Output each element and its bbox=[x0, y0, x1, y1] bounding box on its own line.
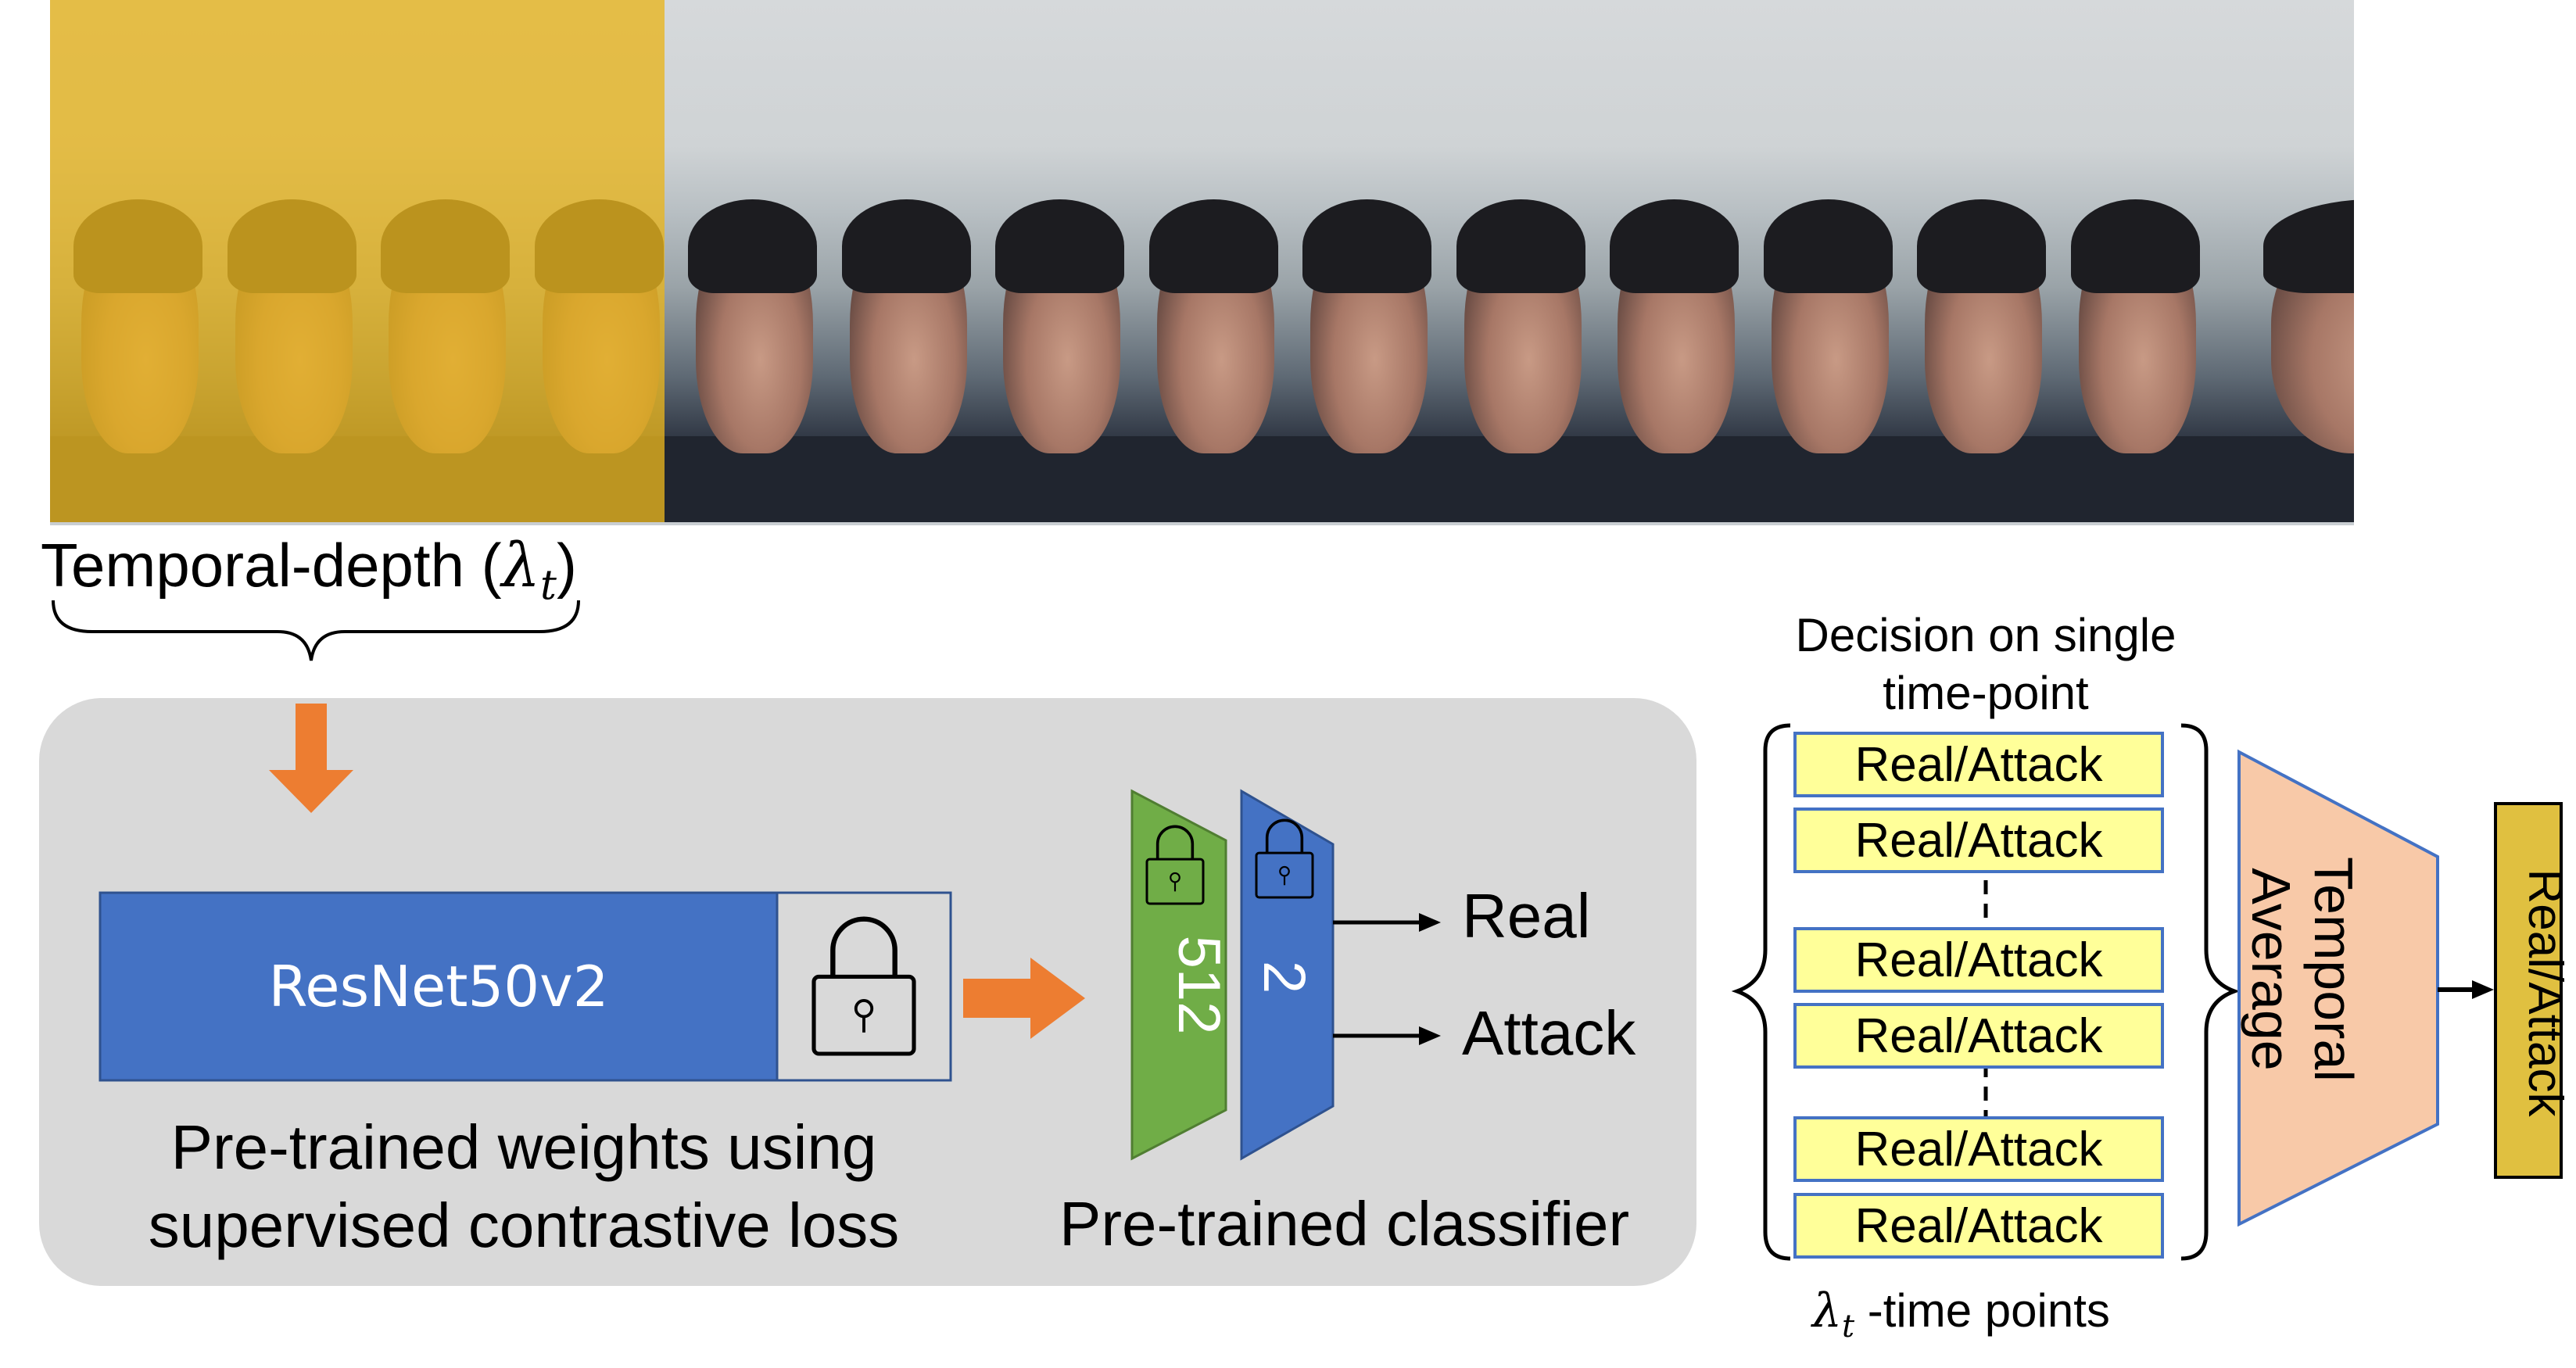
video-frame-strip bbox=[50, 0, 2354, 525]
time-points-lambda: λ bbox=[1812, 1284, 1843, 1338]
video-frame bbox=[2201, 0, 2354, 522]
hair-silhouette bbox=[841, 199, 971, 293]
layer-2-text: 2 bbox=[1251, 960, 1317, 994]
layer-2-shape bbox=[1240, 789, 1335, 1161]
decision-box: Real/Attack bbox=[1793, 1193, 2164, 1259]
lock-icon bbox=[1145, 825, 1205, 905]
layer-512-text: 512 bbox=[1166, 935, 1232, 1035]
video-frame bbox=[203, 0, 360, 522]
temporal-depth-label: Temporal-depth (λt) bbox=[41, 530, 577, 610]
decision-box: Real/Attack bbox=[1793, 1116, 2164, 1182]
video-frame bbox=[511, 0, 668, 522]
time-points-text: -time points bbox=[1854, 1284, 2110, 1337]
video-frame bbox=[665, 0, 822, 522]
video-frame bbox=[972, 0, 1129, 522]
video-frame bbox=[818, 0, 975, 522]
temporal-average-line-2: Average bbox=[2241, 868, 2302, 1071]
video-frame bbox=[1893, 0, 2051, 522]
pretrained-weights-caption: Pre-trained weights using supervised con… bbox=[117, 1108, 930, 1265]
resnet-block bbox=[99, 891, 779, 1082]
decision-box: Real/Attack bbox=[1793, 927, 2164, 993]
hair-silhouette bbox=[1610, 199, 1739, 293]
video-frame bbox=[50, 0, 207, 522]
decision-box-label: Real/Attack bbox=[1854, 1122, 2103, 1176]
decision-box: Real/Attack bbox=[1793, 732, 2164, 797]
video-frame bbox=[1739, 0, 1897, 522]
final-output-label: Real/Attack bbox=[2513, 836, 2576, 1149]
final-arrow-head bbox=[2472, 980, 2494, 999]
decision-box-label: Real/Attack bbox=[1854, 1198, 2103, 1253]
time-points-label: λt -time points bbox=[1812, 1284, 2110, 1345]
lambda-subscript: t bbox=[540, 562, 557, 610]
decision-box: Real/Attack bbox=[1793, 808, 2164, 873]
highlight-overlay bbox=[203, 0, 359, 522]
resnet-label-text: ResNet50v2 bbox=[268, 954, 609, 1019]
decision-box-label: Real/Attack bbox=[1854, 1008, 2103, 1063]
right-arrow bbox=[963, 958, 1085, 1039]
decision-box-label: Real/Attack bbox=[1854, 737, 2103, 792]
decision-box: Real/Attack bbox=[1793, 1003, 2164, 1069]
decision-header: Decision on single time-point bbox=[1743, 607, 2228, 722]
final-output-text: Real/Attack bbox=[2518, 868, 2572, 1117]
classifier-caption: Pre-trained classifier bbox=[1059, 1189, 1630, 1259]
temporal-depth-brace bbox=[52, 600, 580, 661]
shirt-silhouette bbox=[2201, 436, 2354, 522]
output-real: Real bbox=[1462, 881, 1591, 951]
decision-header-line-2: time-point bbox=[1883, 667, 2089, 719]
decision-box-label: Real/Attack bbox=[1854, 813, 2103, 868]
pretrained-weights-line-2: supervised contrastive loss bbox=[148, 1191, 900, 1260]
highlight-overlay bbox=[357, 0, 513, 522]
video-frame bbox=[2047, 0, 2204, 522]
video-frame bbox=[357, 0, 514, 522]
decision-right-brace bbox=[2180, 723, 2241, 1261]
video-frame bbox=[1586, 0, 1743, 522]
video-frame bbox=[1125, 0, 1282, 522]
layer-512-label: 512 bbox=[1159, 922, 1238, 1047]
resnet-label: ResNet50v2 bbox=[100, 893, 777, 1080]
temporal-average-label: Temporal Average bbox=[2232, 813, 2365, 1126]
layer-2-label: 2 bbox=[1245, 930, 1323, 1024]
lock-icon bbox=[811, 916, 916, 1056]
lock-icon bbox=[1255, 818, 1314, 899]
temporal-average-shape bbox=[2237, 749, 2439, 1227]
time-points-subscript: t bbox=[1842, 1309, 1855, 1345]
attack-arrow-head bbox=[1419, 1026, 1441, 1045]
hair-silhouette bbox=[1917, 199, 2046, 293]
output-attack: Attack bbox=[1462, 998, 1636, 1068]
highlight-overlay bbox=[511, 0, 666, 522]
temporal-depth-text: Temporal-depth ( bbox=[41, 531, 502, 600]
final-output-box bbox=[2494, 802, 2563, 1179]
hair-silhouette bbox=[688, 199, 817, 293]
hair-silhouette bbox=[1763, 199, 1893, 293]
temporal-depth-close: ) bbox=[556, 531, 577, 600]
down-arrow bbox=[269, 704, 353, 813]
decision-header-line-1: Decision on single bbox=[1795, 609, 2177, 661]
hair-silhouette bbox=[1302, 199, 1431, 293]
hair-silhouette bbox=[2070, 199, 2200, 293]
video-frame bbox=[1432, 0, 1589, 522]
hair-silhouette bbox=[995, 199, 1124, 293]
temporal-average-line-1: Temporal bbox=[2303, 857, 2364, 1082]
pretrained-weights-line-1: Pre-trained weights using bbox=[170, 1112, 877, 1182]
frozen-weights-cell bbox=[776, 891, 952, 1082]
hair-silhouette bbox=[1456, 199, 1585, 293]
decision-left-brace bbox=[1731, 723, 1791, 1261]
decision-box-label: Real/Attack bbox=[1854, 933, 2103, 987]
lambda-symbol: λ bbox=[501, 531, 541, 601]
real-arrow-head bbox=[1419, 913, 1441, 932]
highlight-overlay bbox=[50, 0, 206, 522]
video-frame bbox=[1279, 0, 1436, 522]
hair-silhouette bbox=[1148, 199, 1278, 293]
